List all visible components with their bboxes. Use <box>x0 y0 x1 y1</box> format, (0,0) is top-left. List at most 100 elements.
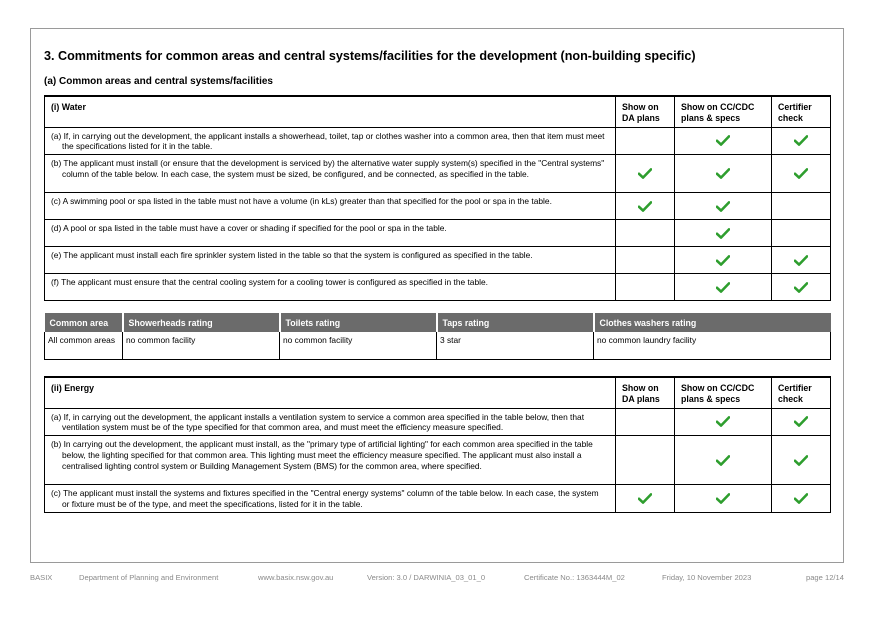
energy-title: (ii) Energy <box>44 376 616 409</box>
check-cell-cert <box>771 219 831 248</box>
check-cell-da <box>615 435 675 486</box>
check-cell-cc <box>674 154 772 194</box>
areas-header-showerheads: Showerheads rating <box>122 313 281 332</box>
footer-date: Friday, 10 November 2023 <box>662 573 752 582</box>
col-certifier: Certifier check <box>771 376 831 409</box>
requirement-label: (d) A pool or spa listed in the table mu… <box>51 223 447 234</box>
check-cell-cert <box>771 126 831 156</box>
requirement-label: (a) If, in carrying out the development,… <box>51 130 605 152</box>
page-footer: BASIX Department of Planning and Environ… <box>30 573 844 585</box>
checkmark-icon <box>716 227 730 239</box>
check-cell-cc <box>674 246 772 275</box>
requirement-text: (c) The applicant must install the syste… <box>44 484 616 513</box>
requirement-label: (b) The applicant must install (or ensur… <box>51 158 605 179</box>
table-row: (b) In carrying out the development, the… <box>44 435 831 486</box>
checkmark-icon <box>716 281 730 293</box>
checkmark-icon <box>794 493 808 504</box>
areas-header-toilets: Toilets rating <box>279 313 438 332</box>
check-cell-cert <box>771 154 831 194</box>
check-cell-cc <box>674 273 772 302</box>
water-title: (i) Water <box>44 95 616 128</box>
checkmark-icon <box>794 416 808 428</box>
requirement-text: (d) A pool or spa listed in the table mu… <box>44 219 616 248</box>
requirement-label: (c) The applicant must install the syste… <box>51 488 599 509</box>
check-cell-cert <box>771 435 831 486</box>
check-cell-da <box>615 246 675 275</box>
checkmark-icon <box>716 416 730 428</box>
table-row: (b) The applicant must install (or ensur… <box>44 154 831 194</box>
requirement-label: (a) If, in carrying out the development,… <box>51 411 585 433</box>
table-cell: no common facility <box>279 332 437 360</box>
table-cell: All common areas <box>44 332 123 360</box>
areas-header-clothes-washers: Clothes washers rating <box>593 313 831 332</box>
table-row: (c) A swimming pool or spa listed in the… <box>44 192 831 221</box>
energy-commitments-table: (ii) Energy Show on DA plans Show on CC/… <box>44 376 831 513</box>
check-cell-da <box>615 273 675 302</box>
requirement-text: (b) In carrying out the development, the… <box>44 435 616 486</box>
check-cell-da <box>615 192 675 221</box>
areas-header-common-area: Common area <box>44 313 124 332</box>
check-cell-cert <box>771 246 831 275</box>
table-row: (e) The applicant must install each fire… <box>44 246 831 275</box>
table-row: (a) If, in carrying out the development,… <box>44 407 831 437</box>
col-show-cc: Show on CC/CDC plans & specs <box>674 95 772 128</box>
page-frame <box>30 28 844 563</box>
checkmark-icon <box>716 454 730 466</box>
check-cell-da <box>615 154 675 194</box>
check-cell-cc <box>674 484 772 513</box>
checkmark-icon <box>716 200 730 212</box>
areas-header-taps: Taps rating <box>436 313 595 332</box>
checkmark-icon <box>794 254 808 266</box>
table-row: (f) The applicant must ensure that the c… <box>44 273 831 302</box>
check-cell-cc <box>674 219 772 248</box>
common-areas-table: Common area Showerheads rating Toilets r… <box>44 313 831 360</box>
table-cell: 3 star <box>436 332 594 360</box>
check-cell-cc <box>674 126 772 156</box>
check-cell-cert <box>771 407 831 437</box>
footer-department: Department of Planning and Environment <box>79 573 219 582</box>
check-cell-cc <box>674 407 772 437</box>
check-cell-cert <box>771 192 831 221</box>
checkmark-icon <box>716 168 730 180</box>
requirement-label: (b) In carrying out the development, the… <box>51 439 593 471</box>
requirement-text: (a) If, in carrying out the development,… <box>44 407 616 437</box>
footer-certificate: Certificate No.: 1363444M_02 <box>524 573 625 582</box>
requirement-text: (a) If, in carrying out the development,… <box>44 126 616 156</box>
requirement-text: (b) The applicant must install (or ensur… <box>44 154 616 194</box>
checkmark-icon <box>716 135 730 147</box>
footer-version: Version: 3.0 / DARWINIA_03_01_0 <box>367 573 486 582</box>
col-show-da: Show on DA plans <box>615 95 675 128</box>
col-certifier: Certifier check <box>771 95 831 128</box>
table-cell: no common laundry facility <box>593 332 831 360</box>
requirement-label: (e) The applicant must install each fire… <box>51 250 533 261</box>
table-row: All common areas no common facility no c… <box>44 332 831 360</box>
col-show-cc: Show on CC/CDC plans & specs <box>674 376 772 409</box>
table-row: (c) The applicant must install the syste… <box>44 484 831 513</box>
subsection-heading: (a) Common areas and central systems/fac… <box>44 76 273 87</box>
table-row: (a) If, in carrying out the development,… <box>44 126 831 156</box>
col-show-da: Show on DA plans <box>615 376 675 409</box>
checkmark-icon <box>638 493 652 504</box>
requirement-text: (c) A swimming pool or spa listed in the… <box>44 192 616 221</box>
footer-website: www.basix.nsw.gov.au <box>258 573 334 582</box>
footer-basix: BASIX <box>30 573 53 582</box>
checkmark-icon <box>638 200 652 212</box>
check-cell-cc <box>674 192 772 221</box>
checkmark-icon <box>794 281 808 293</box>
check-cell-cert <box>771 273 831 302</box>
requirement-label: (f) The applicant must ensure that the c… <box>51 277 488 288</box>
requirement-text: (f) The applicant must ensure that the c… <box>44 273 616 302</box>
checkmark-icon <box>794 454 808 466</box>
check-cell-da <box>615 407 675 437</box>
section-heading: 3. Commitments for common areas and cent… <box>44 49 696 63</box>
checkmark-icon <box>716 493 730 504</box>
footer-page: page 12/14 <box>805 573 844 582</box>
checkmark-icon <box>794 168 808 180</box>
table-cell: no common facility <box>122 332 280 360</box>
checkmark-icon <box>716 254 730 266</box>
check-cell-cert <box>771 484 831 513</box>
check-cell-da <box>615 219 675 248</box>
check-cell-da <box>615 484 675 513</box>
check-cell-da <box>615 126 675 156</box>
requirement-label: (c) A swimming pool or spa listed in the… <box>51 196 552 207</box>
